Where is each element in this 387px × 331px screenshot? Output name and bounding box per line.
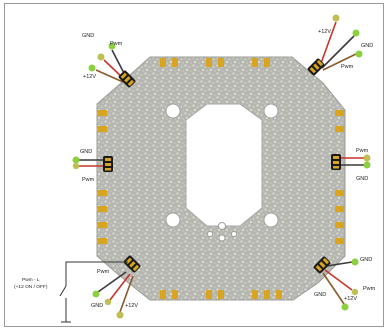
label-pwm: Pwm xyxy=(82,177,95,183)
terminal xyxy=(363,154,371,162)
pcb-board xyxy=(96,56,346,301)
switch-circuit: Pwm - L (+12 ON / OFF) xyxy=(14,261,128,323)
terminal xyxy=(72,156,80,164)
connector-top-left: GND Pwm +12V xyxy=(82,33,136,88)
terminal xyxy=(355,50,363,58)
label-pwm: Pwm xyxy=(363,286,376,292)
connector-middle-left: GND Pwm xyxy=(72,149,113,183)
connector-middle-right: Pwm GND xyxy=(331,148,371,182)
terminal xyxy=(341,303,349,311)
edge-pads xyxy=(98,58,344,299)
label-gnd: GND xyxy=(80,149,92,155)
switch-lever xyxy=(59,285,67,297)
connector-top-right: +12V GND Pwm xyxy=(307,14,373,76)
terminal xyxy=(351,288,359,296)
label-gnd: GND xyxy=(82,33,94,39)
center-cutout xyxy=(185,103,263,227)
label-12v: +12V xyxy=(344,296,357,302)
connector-bottom-right: GND GND +12V Pwm xyxy=(313,256,376,311)
terminal xyxy=(104,298,112,306)
terminal xyxy=(72,162,80,170)
label-gnd: GND xyxy=(91,303,103,309)
label-gnd: GND xyxy=(361,43,373,49)
terminal xyxy=(108,42,116,50)
label-gnd: GND xyxy=(360,257,372,263)
label-12v: +12V xyxy=(318,29,331,35)
label-pwm: Pwm xyxy=(341,64,354,70)
label-pwm: Pwm xyxy=(110,41,123,47)
connector-bottom-left: Pwm GND +12V xyxy=(91,255,141,319)
label-gnd: GND xyxy=(314,292,326,298)
label-12v: +12V xyxy=(83,74,96,80)
mounting-hole xyxy=(165,103,181,119)
label-pwm: Pwm xyxy=(356,148,369,154)
mounting-hole xyxy=(263,212,279,228)
label-pwm: Pwm xyxy=(97,269,110,275)
terminal xyxy=(363,161,371,169)
terminal xyxy=(88,64,96,72)
mounting-hole xyxy=(165,212,181,228)
label-12v: +12V xyxy=(125,303,138,309)
mounting-hole xyxy=(263,103,279,119)
terminal xyxy=(351,258,359,266)
switch-label-line2: (+12 ON / OFF) xyxy=(14,284,48,290)
terminal xyxy=(97,53,105,61)
switch-label-line1: Pwm - L xyxy=(22,277,40,283)
terminal xyxy=(116,311,124,319)
terminal xyxy=(332,14,340,22)
terminal xyxy=(352,29,360,37)
label-gnd: GND xyxy=(356,176,368,182)
terminal xyxy=(92,290,100,298)
